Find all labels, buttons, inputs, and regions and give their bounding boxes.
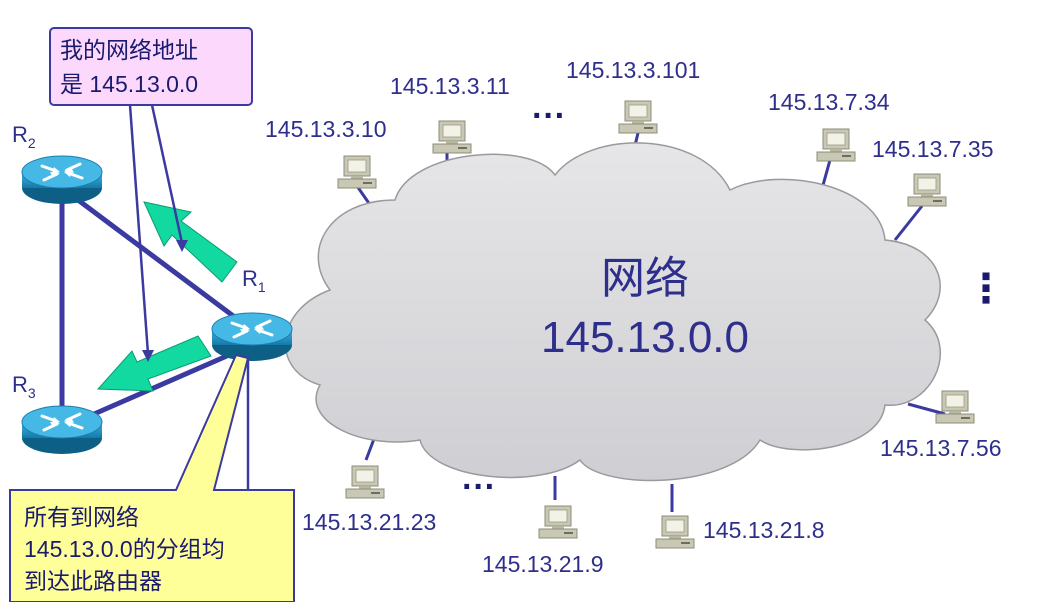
router-icon bbox=[210, 311, 294, 363]
router-icon bbox=[20, 404, 104, 456]
router-label-r1: R1 bbox=[242, 266, 266, 295]
host-links bbox=[355, 132, 946, 512]
computer-icon bbox=[538, 505, 578, 539]
callout-pointers bbox=[128, 104, 188, 362]
callout-top-line1: 我的网络地址 bbox=[60, 37, 198, 63]
link-host-7-35 bbox=[893, 205, 924, 241]
host-label: 145.13.3.10 bbox=[265, 116, 387, 142]
host-145-13-3-101[interactable]: 145.13.3.101 bbox=[566, 57, 700, 134]
computer-icon bbox=[618, 100, 658, 134]
host-145-13-7-35[interactable]: 145.13.7.35 bbox=[872, 136, 994, 207]
host-145-13-3-10[interactable]: 145.13.3.10 bbox=[265, 116, 387, 189]
router-label-r2: R2 bbox=[12, 122, 36, 151]
host-label: 145.13.21.9 bbox=[482, 551, 604, 577]
host-145-13-7-56[interactable]: 145.13.7.56 bbox=[880, 390, 1002, 461]
host-label: 145.13.7.56 bbox=[880, 435, 1002, 461]
host-145-13-21-8[interactable]: 145.13.21.8 bbox=[655, 515, 825, 549]
computer-icon bbox=[345, 465, 385, 499]
callout-bottom-line1: 所有到网络 bbox=[24, 504, 139, 530]
network-address: 145.13.0.0 bbox=[541, 313, 749, 362]
link-host-7-56 bbox=[907, 402, 946, 416]
router-icon bbox=[20, 154, 104, 206]
arrow-to-r3 bbox=[96, 335, 212, 392]
host-label: 145.13.21.23 bbox=[302, 509, 436, 535]
host-label: 145.13.3.11 bbox=[390, 73, 510, 99]
link-r2-r1 bbox=[59, 185, 255, 333]
computer-icon bbox=[432, 120, 472, 154]
host-145-13-3-11[interactable]: 145.13.3.11 bbox=[390, 73, 510, 154]
computer-icon bbox=[935, 390, 975, 424]
host-145-13-21-23[interactable]: 145.13.21.23 bbox=[302, 465, 436, 535]
ellipsis-bottom: ··· bbox=[462, 468, 496, 506]
ellipsis-right: ⋮ bbox=[966, 267, 1006, 311]
callout-top-line2: 是 145.13.0.0 bbox=[60, 71, 198, 97]
route-arrows bbox=[96, 201, 238, 392]
host-label: 145.13.3.101 bbox=[566, 57, 700, 83]
callout-bottom-line3: 到达此路由器 bbox=[24, 568, 162, 594]
computer-icon bbox=[655, 515, 695, 549]
router-r2[interactable] bbox=[20, 154, 104, 206]
host-label: 145.13.7.34 bbox=[768, 89, 890, 115]
network-cloud: 网络 145.13.0.0 bbox=[284, 142, 942, 482]
pointer-top-1 bbox=[150, 104, 184, 244]
callout-network-address: 我的网络地址 是 145.13.0.0 bbox=[49, 27, 253, 106]
hosts: 145.13.3.10 145.13.3.11 145.13.3.101 145… bbox=[265, 57, 1002, 577]
router-r1[interactable] bbox=[210, 311, 294, 363]
router-links bbox=[59, 185, 321, 431]
computer-icon bbox=[337, 155, 377, 189]
computer-icon bbox=[816, 128, 856, 162]
computer-icon bbox=[907, 173, 947, 207]
router-r3[interactable] bbox=[20, 404, 104, 456]
arrow-to-r2 bbox=[143, 201, 238, 283]
router-labels: R1 R2 R3 bbox=[12, 122, 266, 401]
pointer-top-2 bbox=[128, 104, 150, 355]
router-label-r3: R3 bbox=[12, 372, 36, 401]
host-label: 145.13.7.35 bbox=[872, 136, 994, 162]
callout-bottom-line2: 145.13.0.0的分组均 bbox=[24, 536, 225, 562]
network-title: 网络 bbox=[601, 254, 689, 303]
callout-packet-arrival: 所有到网络 145.13.0.0的分组均 到达此路由器 bbox=[9, 353, 295, 602]
host-label: 145.13.21.8 bbox=[703, 517, 825, 543]
host-145-13-7-34[interactable]: 145.13.7.34 bbox=[768, 89, 890, 162]
ellipsis-top: ··· bbox=[532, 97, 566, 135]
host-145-13-21-9[interactable]: 145.13.21.9 bbox=[482, 505, 604, 577]
